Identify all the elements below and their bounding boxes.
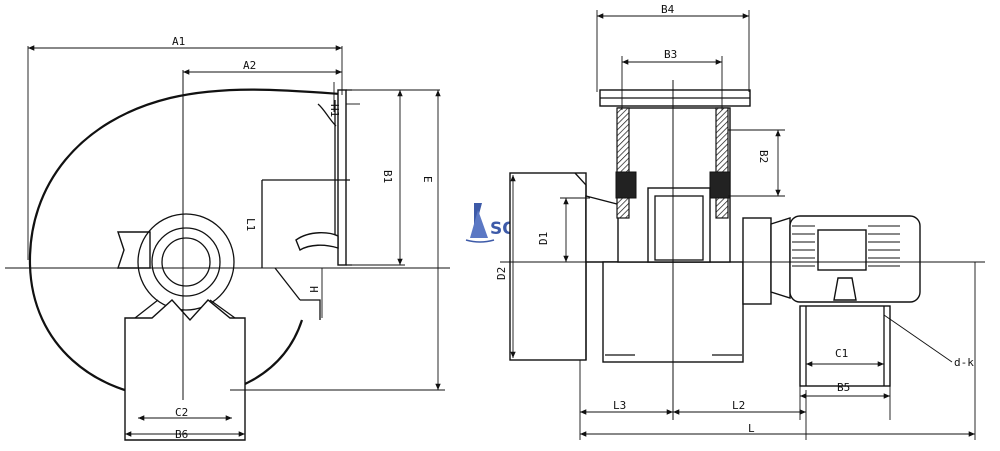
bolt-right: [709, 171, 731, 199]
l1-reference-lines: [261, 179, 350, 268]
label-l2: L2: [732, 399, 745, 412]
sail-icon-secondary: [470, 210, 488, 238]
impeller-hub-inner: [654, 195, 704, 261]
inlet-flange: [509, 172, 587, 361]
flange-edges: [346, 89, 352, 266]
leader-line: [274, 267, 301, 301]
inlet-flange-edge: [574, 172, 587, 360]
bolt-left: [615, 171, 637, 199]
front-view: A1 A2 H1 B1 E L1 H C2 B6: [5, 35, 450, 441]
hub-mid-circle: [151, 227, 221, 297]
label-b5: B5: [837, 381, 850, 394]
label-dk: d-k: [954, 356, 974, 369]
bearing-housing: [742, 217, 772, 305]
stand-braces: [134, 299, 236, 319]
hub-inner-circle: [161, 237, 211, 287]
label-l3: L3: [613, 399, 626, 412]
label-b1: B1: [381, 170, 394, 183]
motor-base: [799, 305, 891, 387]
label-d1: D1: [537, 232, 550, 245]
label-b3: B3: [664, 48, 677, 61]
motor-cooling-fins: [792, 225, 900, 267]
housing-wall-right: [715, 107, 729, 219]
label-a2: A2: [243, 59, 256, 72]
motor-terminal-box: [817, 229, 867, 271]
impeller-hub: [647, 187, 711, 263]
motor-foot: [833, 277, 857, 301]
label-b2: B2: [757, 150, 770, 163]
label-c2: C2: [175, 406, 188, 419]
label-h1: H1: [328, 104, 341, 117]
outlet-curve: [317, 103, 337, 127]
side-view: B4 B3 B2 D1 D2 C1 B5 d-k L3: [495, 3, 985, 440]
motor-flange: [770, 217, 791, 299]
housing-wall-left: [616, 107, 630, 219]
label-e: E: [421, 176, 434, 183]
h-reference-lines: [300, 299, 321, 320]
label-l: L: [748, 422, 755, 435]
support-stand: [124, 299, 246, 441]
hub-outer-circle: [137, 213, 235, 311]
label-d2: D2: [495, 267, 508, 280]
label-l1: L1: [244, 218, 257, 231]
label-h: H: [307, 286, 320, 293]
wave-icon: [465, 239, 495, 243]
label-b6: B6: [175, 428, 188, 441]
label-b4: B4: [661, 3, 675, 16]
dk-leader: [883, 314, 953, 363]
label-a1: A1: [172, 35, 185, 48]
cutoff-tongue: [295, 232, 339, 252]
sq-logo: SQ: [465, 203, 517, 243]
label-c1: C1: [835, 347, 848, 360]
